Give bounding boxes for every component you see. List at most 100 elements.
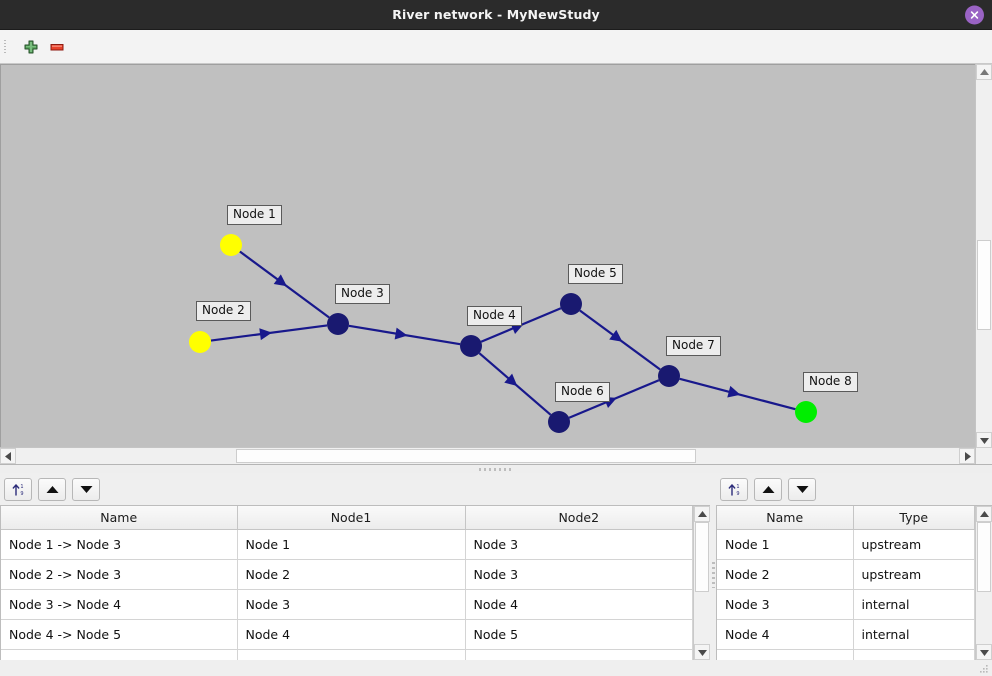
- node-table-cell[interactable]: upstream: [853, 529, 975, 560]
- network-node-internal[interactable]: [560, 293, 582, 315]
- node-scroll-down-icon[interactable]: [976, 644, 992, 660]
- branch-scroll-up-icon[interactable]: [694, 506, 710, 522]
- node-table-cell[interactable]: Node 4: [717, 619, 854, 650]
- canvas-horizontal-scrollbar[interactable]: [0, 447, 975, 464]
- branch-column-header[interactable]: Name: [1, 506, 238, 530]
- branch-toolbar: 1 9: [0, 473, 710, 505]
- node-table-cell[interactable]: internal: [853, 589, 975, 620]
- branch-table-cell-empty[interactable]: [1, 649, 238, 660]
- branch-column-header[interactable]: Node2: [465, 506, 693, 530]
- network-node-internal[interactable]: [460, 335, 482, 357]
- node-column-header[interactable]: Name: [717, 506, 854, 530]
- scroll-right-icon[interactable]: [959, 448, 975, 464]
- network-node-label[interactable]: Node 6: [555, 382, 610, 402]
- add-plus-icon[interactable]: [18, 34, 44, 60]
- network-node-upstream[interactable]: [189, 331, 211, 353]
- network-node-label[interactable]: Node 2: [196, 301, 251, 321]
- branch-scroll-down-icon[interactable]: [694, 644, 710, 660]
- branch-scroll-track[interactable]: [694, 522, 710, 644]
- node-sort-ascending-icon[interactable]: 1 9: [720, 477, 748, 501]
- node-table-cell[interactable]: Node 3: [717, 589, 854, 620]
- canvas-hscroll-track[interactable]: [16, 448, 959, 464]
- branch-scroll-thumb[interactable]: [695, 522, 709, 592]
- arrow-down-icon[interactable]: [72, 477, 100, 501]
- branch-column-header[interactable]: Node1: [237, 506, 466, 530]
- branch-table-cell[interactable]: Node 3: [237, 589, 466, 620]
- scroll-up-icon[interactable]: [976, 64, 992, 80]
- network-node-downstream[interactable]: [795, 401, 817, 423]
- branch-table-cell[interactable]: Node 3 -> Node 4: [1, 589, 238, 620]
- canvas-hscroll-thumb[interactable]: [236, 449, 696, 463]
- network-node-label[interactable]: Node 4: [467, 306, 522, 326]
- sort-ascending-icon[interactable]: 1 9: [4, 477, 32, 501]
- node-table-cell[interactable]: Node 1: [717, 529, 854, 560]
- canvas-table-splitter[interactable]: [0, 464, 992, 473]
- branch-table-cell-empty[interactable]: [465, 649, 693, 660]
- network-edges: [210, 250, 796, 419]
- canvas-vscroll-track[interactable]: [976, 80, 992, 432]
- node-arrow-down-icon[interactable]: [788, 477, 816, 501]
- branch-table-cell[interactable]: Node 5: [465, 619, 693, 650]
- svg-text:1: 1: [736, 484, 739, 490]
- network-node-label[interactable]: Node 5: [568, 264, 623, 284]
- node-table-cell[interactable]: Node 2: [717, 559, 854, 590]
- panes-splitter[interactable]: [710, 473, 716, 676]
- network-node-label[interactable]: Node 1: [227, 205, 282, 225]
- canvas-vscroll-thumb[interactable]: [977, 240, 991, 330]
- node-column-header[interactable]: Type: [853, 506, 975, 530]
- node-scroll-thumb[interactable]: [977, 522, 991, 592]
- network-edge-arrow-icon: [273, 274, 287, 287]
- node-scroll-up-icon[interactable]: [976, 506, 992, 522]
- network-node-label[interactable]: Node 3: [335, 284, 390, 304]
- network-node-internal[interactable]: [327, 313, 349, 335]
- node-arrow-up-icon[interactable]: [754, 477, 782, 501]
- canvas-vertical-scrollbar[interactable]: [975, 64, 992, 464]
- network-node-internal[interactable]: [548, 411, 570, 433]
- delete-minus-icon[interactable]: [44, 34, 70, 60]
- network-edge-arrow-icon: [394, 327, 408, 340]
- network-node-internal[interactable]: [658, 365, 680, 387]
- branch-table-cell[interactable]: Node 4: [237, 619, 466, 650]
- branch-table-cell[interactable]: Node 2 -> Node 3: [1, 559, 238, 590]
- network-node-label[interactable]: Node 8: [803, 372, 858, 392]
- branch-table-cell[interactable]: Node 1 -> Node 3: [1, 529, 238, 560]
- node-table-row-empty[interactable]: [717, 649, 975, 660]
- node-table-cell-empty[interactable]: [853, 649, 975, 660]
- branch-table-cell[interactable]: Node 3: [465, 559, 693, 590]
- network-node-label[interactable]: Node 7: [666, 336, 721, 356]
- scroll-down-icon[interactable]: [976, 432, 992, 448]
- node-toolbar: 1 9: [716, 473, 992, 505]
- branch-table-row-empty[interactable]: [1, 649, 693, 660]
- branch-table-cell[interactable]: Node 1: [237, 529, 466, 560]
- close-icon[interactable]: [965, 5, 984, 24]
- branch-table-cell[interactable]: Node 2: [237, 559, 466, 590]
- network-node-upstream[interactable]: [220, 234, 242, 256]
- resize-grip-icon: [980, 665, 988, 673]
- arrow-up-icon[interactable]: [38, 477, 66, 501]
- branch-table-cell-empty[interactable]: [237, 649, 466, 660]
- branch-table-cell[interactable]: Node 4: [465, 589, 693, 620]
- node-table-cell[interactable]: upstream: [853, 559, 975, 590]
- node-table-cell-empty[interactable]: [717, 649, 854, 660]
- toolbar-drag-handle[interactable]: [4, 37, 12, 57]
- node-scroll-track[interactable]: [976, 522, 992, 644]
- branch-table-cell[interactable]: Node 4 -> Node 5: [1, 619, 238, 650]
- node-table-cell[interactable]: internal: [853, 619, 975, 650]
- branch-table-scrollbar[interactable]: [693, 506, 710, 660]
- branch-table-cell[interactable]: Node 3: [465, 529, 693, 560]
- node-table-scrollbar[interactable]: [975, 506, 992, 660]
- scroll-left-icon[interactable]: [0, 448, 16, 464]
- river-network-diagram[interactable]: Node 1 Node 2 Node 3 Node 4 Node 5 Node 6 Node…: [0, 64, 975, 447]
